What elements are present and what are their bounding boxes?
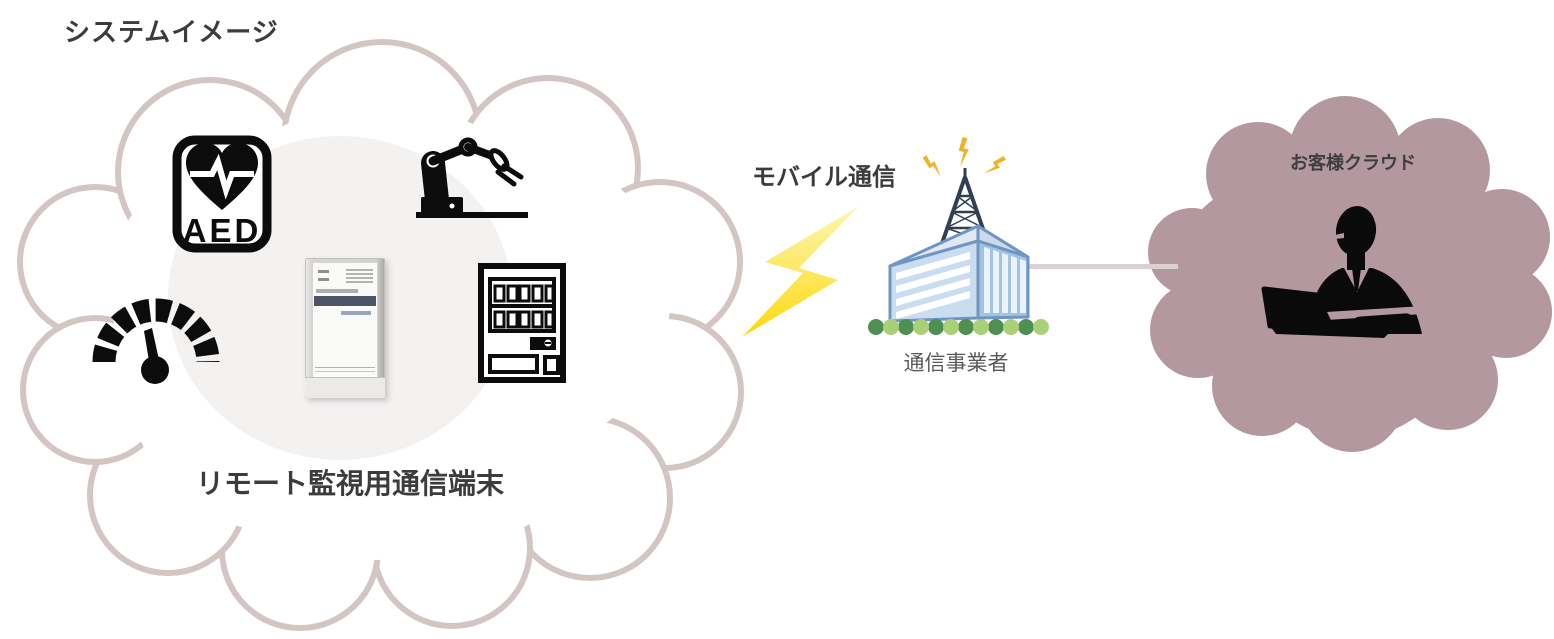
carrier-building-icon — [888, 224, 1030, 323]
right-cloud — [1148, 96, 1552, 452]
necktie — [1352, 268, 1361, 291]
device-front-panel — [312, 262, 378, 378]
bluetooth-label — [341, 311, 371, 315]
vending-machine-icon — [478, 263, 566, 383]
terminal-device-photo — [305, 258, 385, 398]
device-model-line — [316, 289, 358, 293]
laptop-base — [1270, 326, 1392, 338]
lightning-bolt-icon — [742, 206, 859, 337]
terminal-caption: リモート監視用通信端末 — [195, 468, 504, 499]
device-label-mark — [318, 278, 329, 281]
device-spec-text — [346, 269, 373, 284]
device-label-mark — [318, 270, 329, 273]
aed-icon: AED — [172, 135, 272, 253]
device-seam-line — [315, 367, 375, 368]
operator-head — [1335, 206, 1377, 256]
device-dark-band — [314, 296, 376, 306]
device-seam-line — [315, 371, 375, 372]
bush-icons — [868, 319, 1049, 335]
device-base — [305, 377, 385, 398]
gauge-icon — [92, 298, 220, 384]
glasses-notch — [1335, 233, 1344, 239]
page-title: システムイメージ — [64, 17, 279, 47]
carrier-label: 通信事業者 — [903, 352, 1009, 375]
device-icons: AED — [92, 135, 566, 384]
antenna-tower-icon — [937, 168, 993, 253]
operator-silhouette-icon — [1261, 206, 1424, 338]
desk-gap — [1326, 306, 1424, 320]
mobile-link-label: モバイル通信 — [752, 164, 896, 191]
customer-cloud-label: お客様クラウド — [1290, 153, 1416, 173]
aed-label: AED — [183, 212, 262, 249]
connector-line — [1028, 264, 1178, 269]
robot-arm-icon — [416, 137, 528, 218]
